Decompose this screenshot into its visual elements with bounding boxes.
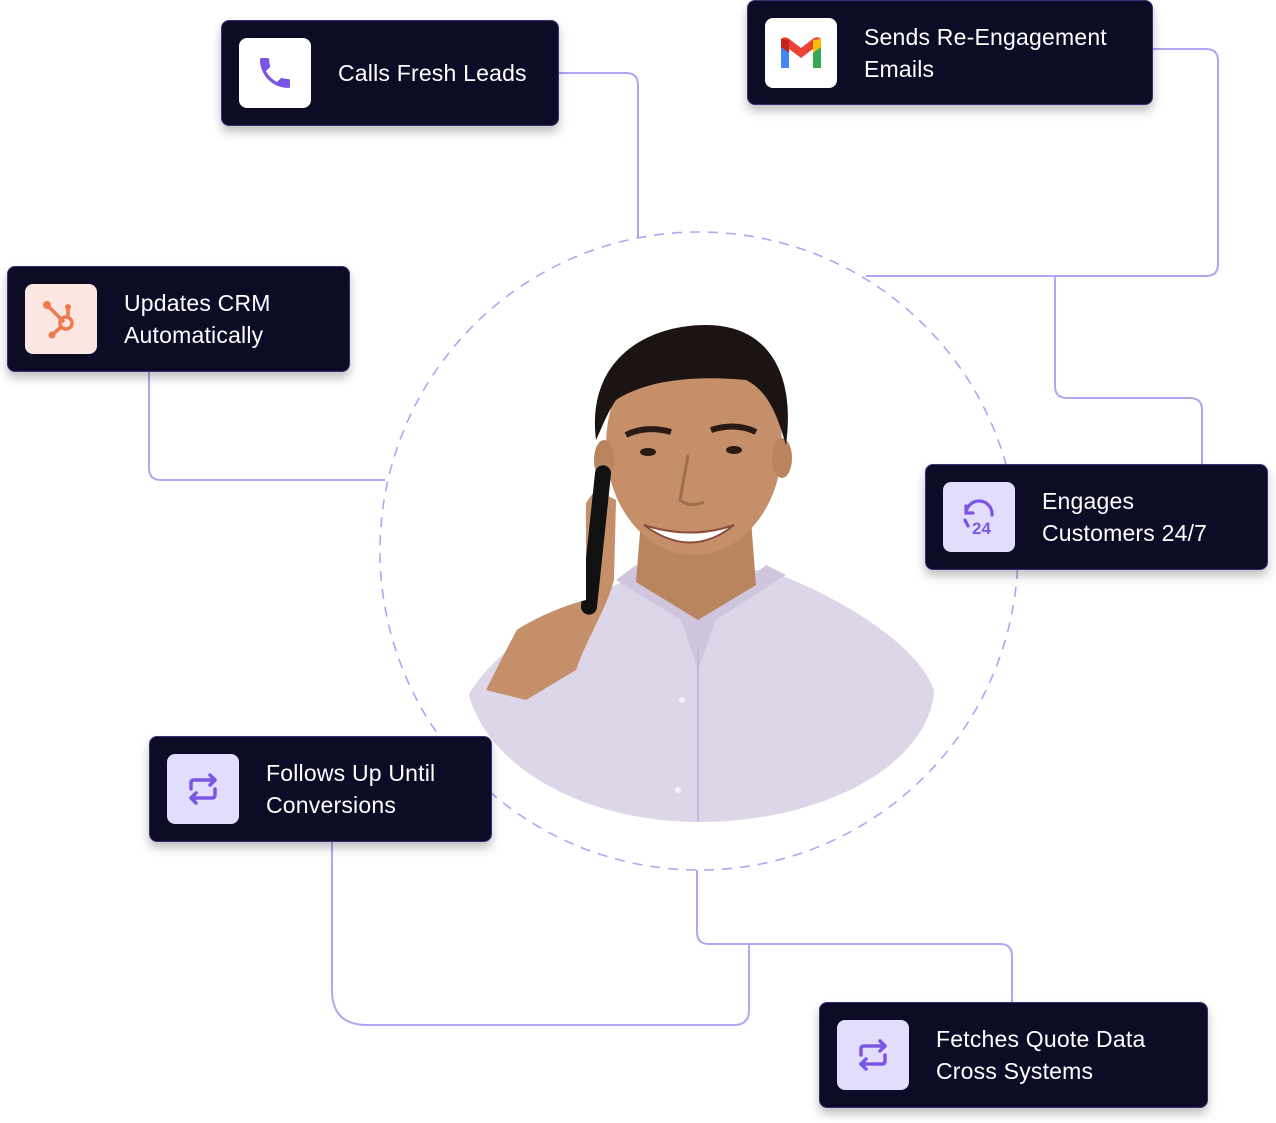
card-label-line: Customers 24/7 — [1042, 520, 1208, 546]
phone-icon — [260, 58, 290, 88]
icon-tile-24-7: 24 — [943, 482, 1015, 552]
card-label: Follows Up Until Conversions — [266, 757, 435, 821]
gmail-icon — [781, 37, 821, 68]
card-label-line: Updates CRM — [124, 290, 271, 316]
card-label-line: Follows Up Until — [266, 760, 436, 786]
hubspot-icon — [43, 301, 74, 339]
person-illustration — [466, 320, 934, 822]
card-label: Sends Re-Engagement Emails — [864, 21, 1107, 85]
icon-tile-repeat — [167, 754, 239, 824]
card-label-line: Conversions — [266, 792, 397, 818]
clock-24-icon: 24 — [963, 499, 994, 538]
card-label-line: Sends Re-Engagement — [864, 24, 1107, 50]
card-label-line: Calls Fresh Leads — [338, 60, 527, 86]
card-label-line: Emails — [864, 56, 935, 82]
icon-tile-gmail — [765, 18, 837, 88]
card-label-line: Fetches Quote Data — [936, 1026, 1146, 1052]
repeat-icon — [189, 773, 217, 805]
card-fetches-quote-data-cross-systems: Fetches Quote Data Cross Systems — [819, 1002, 1208, 1108]
card-label: Fetches Quote Data Cross Systems — [936, 1023, 1145, 1087]
agent-photo — [466, 320, 934, 822]
card-engages-customers-24-7: 24 Engages Customers 24/7 — [925, 464, 1268, 570]
card-sends-re-engagement-emails: Sends Re-Engagement Emails — [747, 0, 1153, 105]
card-label-line: Engages — [1042, 488, 1135, 514]
card-label-line: Automatically — [124, 322, 264, 348]
card-label: Updates CRM Automatically — [124, 287, 271, 351]
card-label-line: Cross Systems — [936, 1058, 1094, 1084]
card-calls-fresh-leads: Calls Fresh Leads — [221, 20, 559, 126]
card-label: Calls Fresh Leads — [338, 57, 527, 89]
card-updates-crm-automatically: Updates CRM Automatically — [7, 266, 350, 372]
icon-tile-repeat — [837, 1020, 909, 1090]
icon-tile-phone — [239, 38, 311, 108]
card-label: Engages Customers 24/7 — [1042, 485, 1207, 549]
icon-tile-hubspot — [25, 284, 97, 354]
repeat-icon — [859, 1039, 887, 1071]
card-follows-up-until-conversions: Follows Up Until Conversions — [149, 736, 492, 842]
svg-text:24: 24 — [972, 519, 991, 538]
